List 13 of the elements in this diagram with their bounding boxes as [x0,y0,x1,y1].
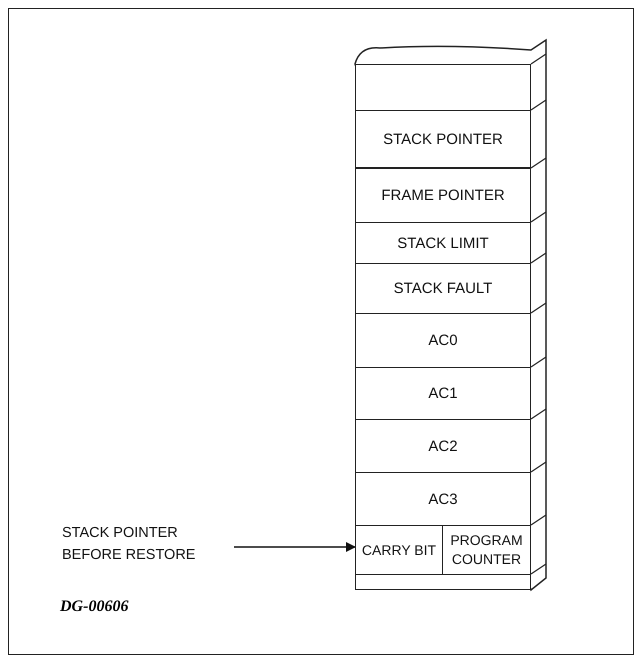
register-cell: AC0 [355,313,531,368]
callout-text: STACK POINTER BEFORE RESTORE [62,522,232,566]
register-cell: STACK FAULT [355,263,531,314]
register-cell: AC2 [355,419,531,473]
register-cell: STACK POINTER [355,110,531,168]
register-cell: AC1 [355,367,531,420]
empty-cell [355,574,531,590]
figure-number: DG-00606 [60,598,128,616]
register-cell: AC3 [355,472,531,526]
arrow [234,542,356,552]
empty-cell [355,64,531,111]
register-cell: STACK LIMIT [355,222,531,264]
register-cell: FRAME POINTER [355,168,531,223]
